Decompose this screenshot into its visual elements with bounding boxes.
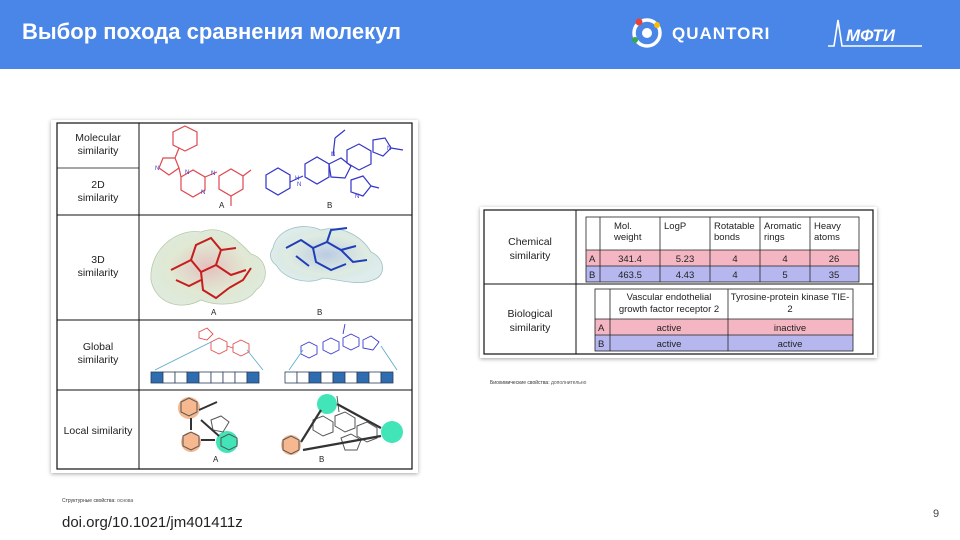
molecule-a-3d: [150, 229, 266, 306]
chem-row-a-id: A: [589, 254, 596, 265]
chem-row-b-id: B: [589, 270, 595, 281]
bio-b-vegfr2: active: [657, 339, 682, 350]
svg-text:N: N: [155, 166, 159, 172]
chem-a-heavy: 26: [829, 254, 840, 265]
biochemical-caption: Биохимические свойства: дополнительно: [490, 380, 586, 386]
molecule-a-local: [178, 397, 238, 453]
slide-title: Выбор похода сравнения молекул: [22, 19, 402, 44]
chem-a-rotatable: 4: [732, 254, 737, 265]
figure-frame: [56, 122, 413, 470]
svg-text:N: N: [387, 146, 391, 152]
chem-a-aromatic: 4: [782, 254, 787, 265]
chem-b-heavy: 35: [829, 270, 840, 281]
biochemical-caption-bold: Биохимические свойства:: [490, 380, 550, 386]
svg-text:N: N: [185, 170, 189, 176]
biochemical-caption-rest: дополнительно: [550, 380, 587, 386]
fingerprint-b-bits: [284, 345, 398, 384]
molecule-a-2d-atoms: N N N N: [155, 166, 215, 196]
molecule-b-3d: [269, 226, 383, 283]
fingerprint-a-bits: [150, 341, 264, 384]
bio-row-a-id: A: [598, 323, 605, 334]
bio-a-tie2: inactive: [774, 323, 806, 334]
svg-text:N: N: [331, 152, 335, 158]
molecule-b-global: [300, 323, 380, 359]
quantori-logo-icon: [632, 18, 662, 48]
chem-header-logp: LogP: [664, 221, 686, 232]
chem-a-mol-weight: 341.4: [618, 254, 642, 265]
doi-link[interactable]: doi.org/10.1021/jm401411z: [62, 514, 243, 531]
bio-row-b-id: B: [598, 339, 604, 350]
chem-b-rotatable: 4: [732, 270, 737, 281]
structural-caption-bold: Структурные свойства:: [62, 498, 116, 504]
page-number: 9: [933, 508, 940, 520]
svg-text:N: N: [211, 171, 215, 177]
svg-text:N: N: [355, 194, 359, 200]
svg-text:H: H: [295, 176, 299, 182]
bio-a-vegfr2: active: [657, 323, 682, 334]
quantori-wordmark: QUANTORI: [672, 24, 771, 43]
chem-b-logp: 4.43: [676, 270, 695, 281]
molecule-b-3d-label: B: [317, 308, 322, 317]
molecule-b-local-label: B: [319, 455, 324, 464]
svg-text:N: N: [297, 182, 301, 188]
molecule-b-2d: [265, 129, 404, 197]
molecule-a-global: [198, 327, 250, 357]
svg-text:N: N: [201, 190, 205, 196]
molecule-b-label: B: [327, 201, 332, 210]
bio-b-tie2: active: [778, 339, 803, 350]
molecule-a-label: A: [219, 201, 225, 210]
chem-a-logp: 5.23: [676, 254, 695, 265]
header-bar: Выбор похода сравнения молекул QUANTORI …: [0, 0, 960, 69]
structural-caption: Структурные свойства: основа: [62, 498, 133, 504]
mipt-wordmark: МФТИ: [846, 26, 896, 45]
bio-header-tie2: Tyrosine-protein kinase TIE-2: [731, 292, 850, 315]
row-label-local: Local similarity: [64, 425, 134, 437]
structural-caption-rest: основа: [117, 498, 134, 504]
chem-b-mol-weight: 463.5: [618, 270, 642, 281]
molecule-a-2d: [158, 125, 252, 206]
molecule-a-local-label: A: [213, 455, 219, 464]
molecule-b-local: [281, 394, 403, 455]
chem-header-mol-weight: Mol.weight: [613, 221, 642, 243]
mipt-logo-icon: МФТИ: [828, 19, 922, 47]
chem-b-aromatic: 5: [782, 270, 787, 281]
molecule-a-3d-label: A: [211, 308, 217, 317]
